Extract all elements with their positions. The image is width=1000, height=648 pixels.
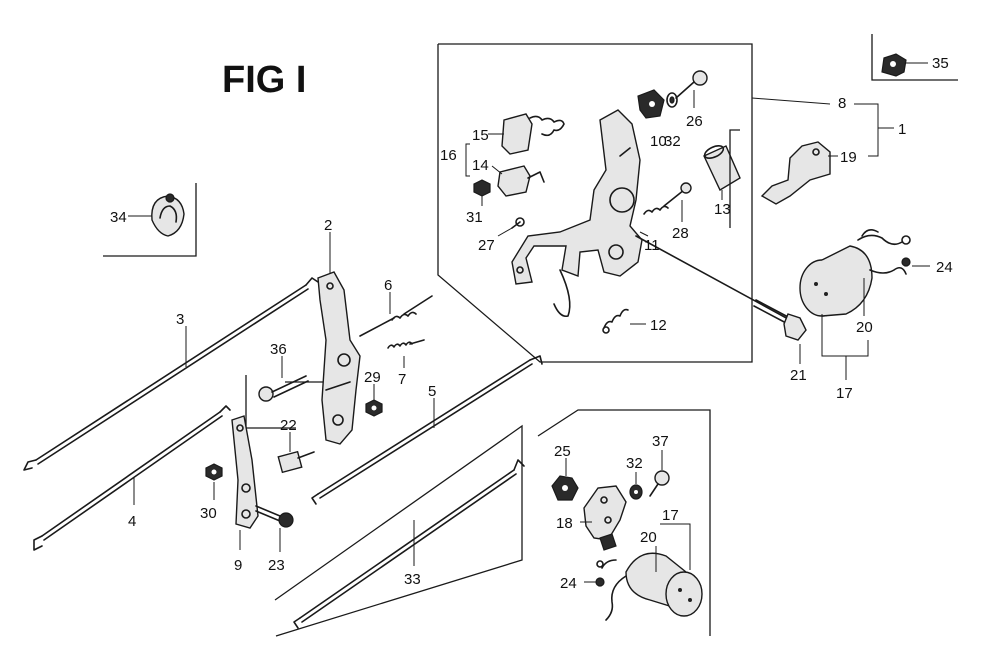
callout-3: 3 bbox=[176, 311, 184, 328]
callout-29: 29 bbox=[364, 369, 381, 386]
callout-labels: 8 1 35 19 24 20 17 21 10 32 26 13 28 11 … bbox=[110, 55, 953, 592]
callout-11: 11 bbox=[644, 237, 660, 254]
part-34-clamp bbox=[151, 193, 185, 237]
part-13-sleeve bbox=[703, 145, 741, 191]
part-18-bracket bbox=[583, 485, 627, 551]
callout-32-inset: 32 bbox=[626, 455, 643, 472]
part-22-pin bbox=[277, 450, 315, 474]
callout-15: 15 bbox=[472, 127, 489, 144]
callout-25: 25 bbox=[554, 443, 571, 460]
bracket-16 bbox=[465, 143, 470, 177]
part-9-arm bbox=[231, 415, 259, 529]
callout-32-top: 32 bbox=[664, 133, 681, 150]
part-32-washer-top bbox=[666, 92, 678, 108]
part-30-nut bbox=[205, 463, 223, 481]
part-24-screw-inset bbox=[595, 560, 605, 587]
inset-box-frame bbox=[537, 409, 711, 636]
part-12-spring bbox=[602, 308, 629, 334]
part-28-spring bbox=[643, 182, 692, 215]
callout-14: 14 bbox=[472, 157, 489, 174]
part-25-nut bbox=[551, 475, 579, 501]
callout-9: 9 bbox=[234, 557, 242, 574]
main-assembly-frame bbox=[437, 43, 753, 363]
callout-16: 16 bbox=[440, 147, 457, 164]
rod-33-frame bbox=[274, 424, 523, 637]
part-36-bolt bbox=[258, 375, 309, 402]
callout-26: 26 bbox=[686, 113, 703, 130]
part-2-lever bbox=[317, 271, 361, 445]
part-35-clip bbox=[881, 53, 907, 77]
rod-5 bbox=[311, 355, 543, 505]
callout-27: 27 bbox=[478, 237, 495, 254]
callout-21: 21 bbox=[790, 367, 807, 384]
callout-34: 34 bbox=[110, 209, 127, 226]
box-34-frame bbox=[103, 183, 197, 257]
part-17-capacitor-inset bbox=[601, 552, 703, 621]
callout-20-inset: 20 bbox=[640, 529, 657, 546]
part-19-bracket bbox=[760, 141, 831, 205]
callout-24-inset: 24 bbox=[560, 575, 577, 592]
part-29-nut bbox=[365, 399, 383, 417]
callout-5: 5 bbox=[428, 383, 436, 400]
part-31-nut bbox=[473, 179, 491, 197]
callout-1: 1 bbox=[898, 121, 906, 138]
part-37-bolt bbox=[649, 470, 670, 497]
callout-4: 4 bbox=[128, 513, 136, 530]
callout-31: 31 bbox=[466, 209, 483, 226]
part-27-screw bbox=[511, 217, 525, 229]
callout-13: 13 bbox=[714, 201, 731, 218]
callout-8: 8 bbox=[838, 95, 846, 112]
figure-title: FIG I bbox=[222, 59, 306, 101]
callout-24-right: 24 bbox=[936, 259, 953, 276]
callout-7: 7 bbox=[398, 371, 406, 388]
callout-10: 10 bbox=[650, 133, 667, 150]
callout-30: 30 bbox=[200, 505, 217, 522]
callout-33: 33 bbox=[404, 571, 421, 588]
part-17-capacitor-right bbox=[799, 228, 907, 317]
part-24-screw-right bbox=[901, 235, 911, 267]
callout-6: 6 bbox=[384, 277, 392, 294]
rod-3 bbox=[23, 277, 319, 471]
callout-28: 28 bbox=[672, 225, 689, 242]
part-7-spring bbox=[387, 339, 425, 349]
callout-2: 2 bbox=[324, 217, 332, 234]
part-23-bolt bbox=[255, 505, 294, 528]
callout-36: 36 bbox=[270, 341, 287, 358]
part-6-spring bbox=[359, 295, 433, 337]
rod-33 bbox=[293, 459, 525, 629]
callout-17-right: 17 bbox=[836, 385, 853, 402]
throttle-bracket-assembly bbox=[511, 109, 643, 318]
part-26-bolt bbox=[675, 70, 708, 99]
callout-37: 37 bbox=[652, 433, 669, 450]
callout-22: 22 bbox=[280, 417, 297, 434]
part-21-bolt bbox=[635, 235, 807, 341]
part-15-block bbox=[501, 113, 565, 155]
callout-23: 23 bbox=[268, 557, 285, 574]
part-32-washer-inset bbox=[629, 484, 643, 500]
callout-12: 12 bbox=[650, 317, 667, 334]
rod-4 bbox=[33, 405, 231, 551]
callout-18: 18 bbox=[556, 515, 573, 532]
callout-35: 35 bbox=[932, 55, 949, 72]
box-35-frame bbox=[871, 34, 958, 81]
callout-20-right: 20 bbox=[856, 319, 873, 336]
part-10-clip bbox=[637, 89, 665, 119]
part-14-switch bbox=[497, 165, 545, 197]
callout-17-inset: 17 bbox=[662, 507, 679, 524]
part-13-bracket bbox=[729, 129, 740, 228]
callout-19: 19 bbox=[840, 149, 857, 166]
